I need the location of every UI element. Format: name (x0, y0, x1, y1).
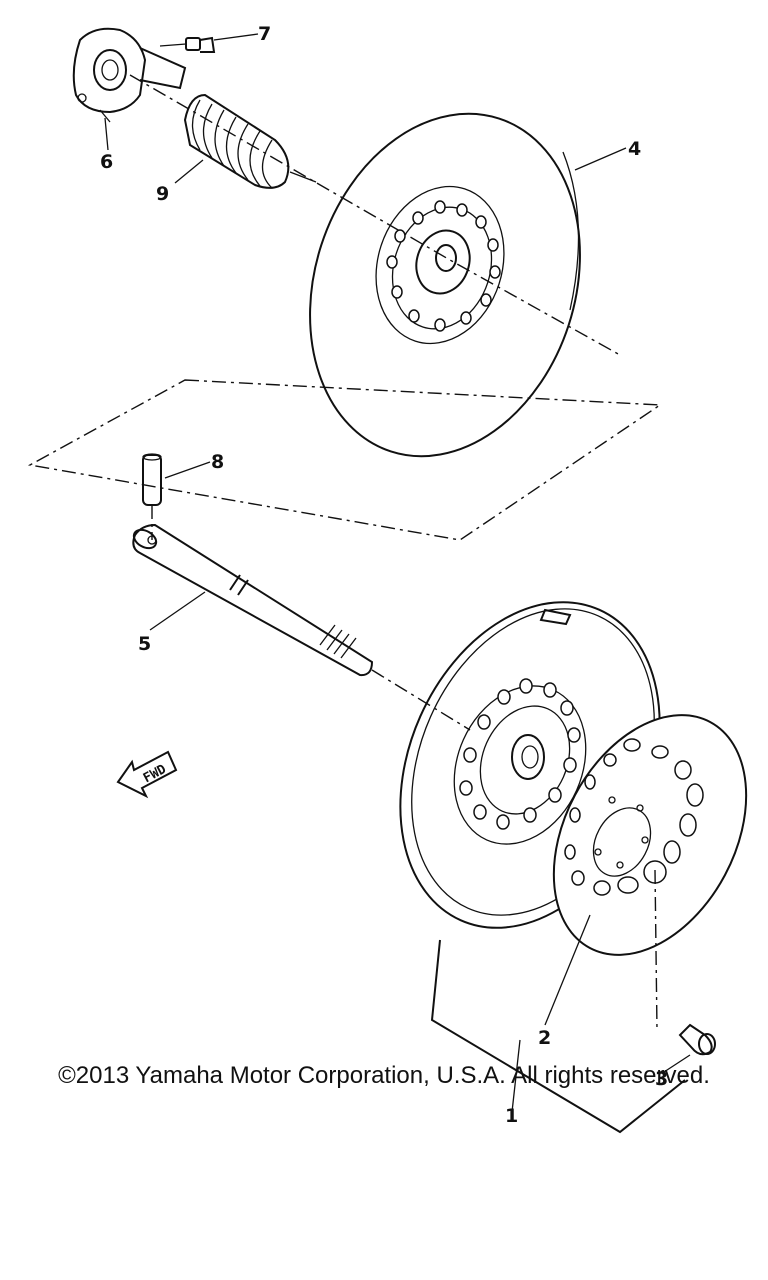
callout-4: 4 (628, 138, 641, 160)
part-4-fixed-sheave (309, 112, 581, 458)
part-7-screw (159, 36, 216, 53)
part-5-shaft (132, 523, 471, 731)
part-3-bolt (654, 869, 716, 1056)
callout-6: 6 (100, 151, 113, 173)
part-9-spring (183, 93, 317, 189)
callout-5: 5 (138, 633, 151, 655)
axis-line-upper (129, 74, 621, 356)
copyright-notice: ©2013 Yamaha Motor Corporation, U.S.A. A… (58, 1062, 710, 1089)
part-6-cam-bracket (72, 27, 187, 123)
callout-3: 3 (655, 1068, 668, 1090)
callout-1: 1 (505, 1105, 518, 1127)
assembly-plane (27, 379, 663, 541)
fwd-arrow-icon: FWD (116, 750, 178, 799)
part-2-cover-plate (552, 714, 748, 956)
leader-lines (104, 33, 691, 1113)
callout-7: 7 (258, 23, 271, 45)
callout-8: 8 (211, 451, 224, 473)
part-1-movable-sheave (399, 601, 661, 929)
callout-2: 2 (538, 1027, 551, 1049)
group-bracket (430, 939, 686, 1134)
callout-9: 9 (156, 183, 169, 205)
